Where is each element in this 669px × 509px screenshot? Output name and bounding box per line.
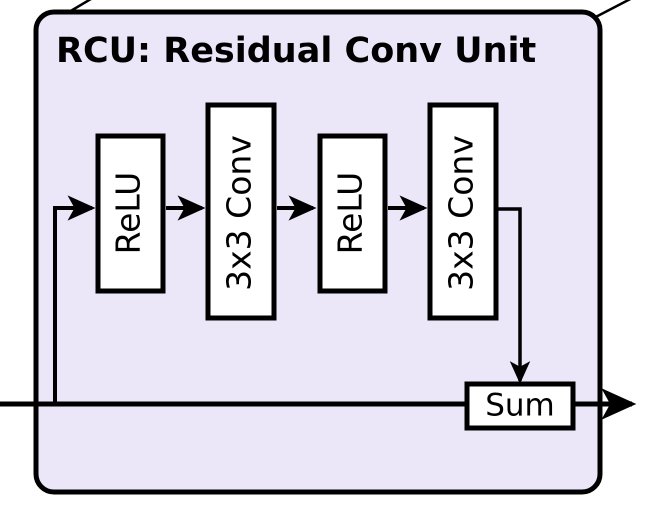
block-relu-2[interactable]: ReLU [317, 133, 388, 294]
input-branch-arrow [53, 195, 96, 404]
block-label: ReLU [331, 172, 370, 255]
block-sum[interactable]: Sum [464, 381, 576, 431]
block-label: ReLU [109, 172, 148, 255]
block-label: 3x3 Conv [442, 135, 481, 291]
page-title: RCU: Residual Conv Unit [56, 31, 536, 71]
block-label: 3x3 Conv [220, 135, 259, 291]
block-conv-2[interactable]: 3x3 Conv [427, 102, 499, 321]
block-label: Sum [485, 388, 555, 424]
arrow-conv2-to-sum [496, 207, 531, 384]
block-conv-1[interactable]: 3x3 Conv [205, 102, 277, 321]
block-relu-1[interactable]: ReLU [95, 133, 166, 294]
